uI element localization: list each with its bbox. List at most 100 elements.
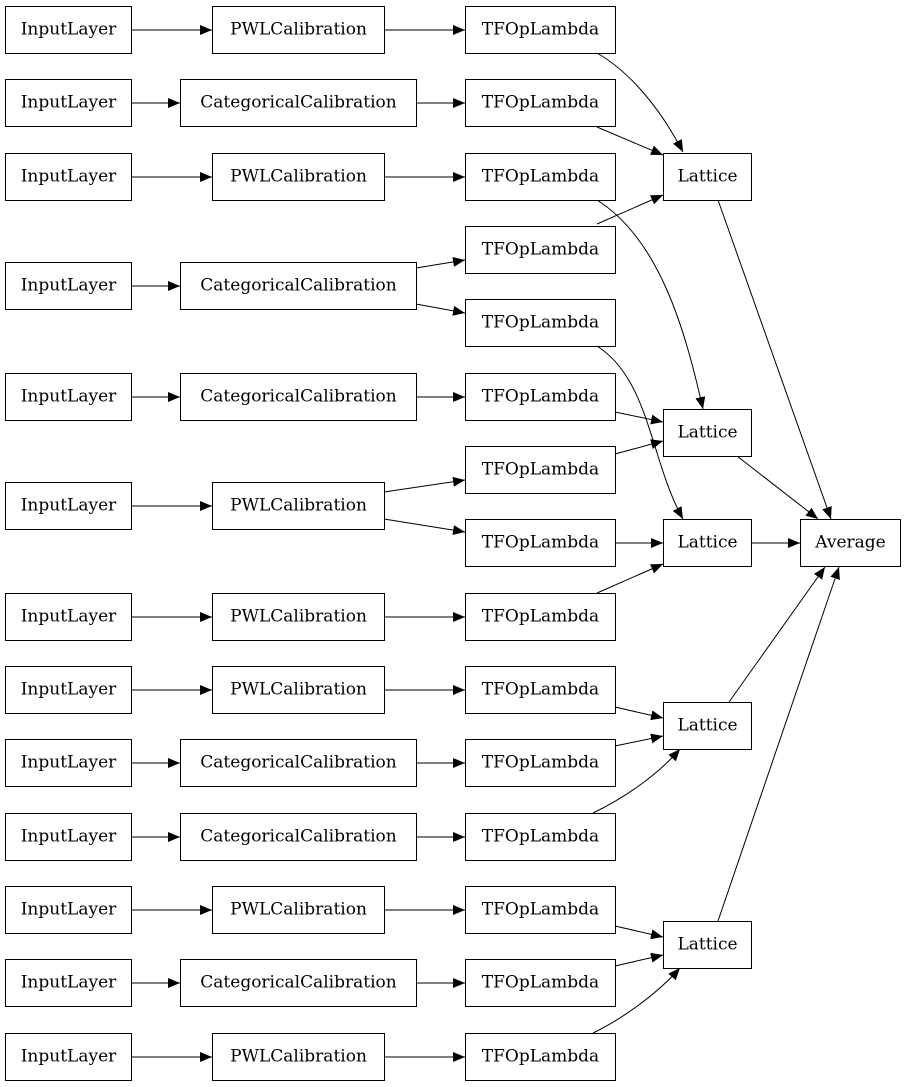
tfoplambda-label: TFOpLambda	[482, 93, 599, 113]
tfoplambda-label: TFOpLambda	[482, 680, 599, 700]
edge-lambda-to-lattice	[614, 952, 664, 967]
tfoplambda-node: TFOpLambda	[465, 153, 616, 201]
tfoplambda-label: TFOpLambda	[482, 240, 599, 260]
input-layer-node: InputLayer	[5, 1033, 132, 1081]
calibration-label: PWLCalibration	[230, 680, 367, 700]
tfoplambda-label: TFOpLambda	[482, 533, 599, 553]
calibration-label: CategoricalCalibration	[200, 387, 396, 407]
input-layer-label: InputLayer	[21, 827, 117, 847]
tfoplambda-label: TFOpLambda	[482, 20, 599, 40]
average-label: Average	[814, 533, 885, 553]
calibration-label: PWLCalibration	[230, 496, 367, 516]
tfoplambda-node: TFOpLambda	[465, 813, 616, 861]
tfoplambda-label: TFOpLambda	[482, 973, 599, 993]
tfoplambda-node: TFOpLambda	[465, 519, 616, 567]
input-layer-node: InputLayer	[5, 482, 132, 530]
tfoplambda-node: TFOpLambda	[465, 593, 616, 641]
input-layer-node: InputLayer	[5, 886, 132, 934]
input-layer-node: InputLayer	[5, 593, 132, 641]
tfoplambda-node: TFOpLambda	[465, 373, 616, 421]
pwl-calibration-node: PWLCalibration	[212, 6, 385, 54]
calibration-label: PWLCalibration	[230, 20, 367, 40]
calibration-label: PWLCalibration	[230, 1047, 367, 1067]
categorical-calibration-node: CategoricalCalibration	[180, 813, 417, 861]
lattice-label: Lattice	[677, 423, 737, 443]
pwl-calibration-node: PWLCalibration	[212, 666, 385, 714]
input-layer-label: InputLayer	[21, 387, 117, 407]
categorical-calibration-node: CategoricalCalibration	[180, 959, 417, 1007]
lattice-node: Lattice	[663, 409, 752, 457]
tfoplambda-node: TFOpLambda	[465, 446, 616, 494]
edge-lambda-to-lattice	[592, 967, 681, 1034]
lattice-label: Lattice	[677, 533, 737, 553]
lattice-label: Lattice	[677, 167, 737, 187]
input-layer-node: InputLayer	[5, 666, 132, 714]
edge-calibration-to-lambda	[415, 303, 466, 316]
calibration-label: PWLCalibration	[230, 900, 367, 920]
edge-lambda-to-lattice	[596, 345, 684, 520]
edge-lambda-to-lattice	[614, 411, 664, 425]
categorical-calibration-node: CategoricalCalibration	[180, 262, 417, 310]
tfoplambda-node: TFOpLambda	[465, 79, 616, 127]
calibration-label: CategoricalCalibration	[200, 753, 396, 773]
tfoplambda-label: TFOpLambda	[482, 1047, 599, 1067]
input-layer-label: InputLayer	[21, 973, 117, 993]
pwl-calibration-node: PWLCalibration	[212, 482, 385, 530]
nodes: InputLayer InputLayer InputLayer InputLa…	[5, 6, 901, 1081]
input-layer-label: InputLayer	[21, 753, 117, 773]
edge-lattice-to-average	[736, 455, 819, 520]
input-layer-label: InputLayer	[21, 20, 117, 40]
tfoplambda-label: TFOpLambda	[482, 313, 599, 333]
input-layer-node: InputLayer	[5, 262, 132, 310]
categorical-calibration-node: CategoricalCalibration	[180, 373, 417, 421]
input-layer-label: InputLayer	[21, 1047, 117, 1067]
average-node: Average	[800, 519, 901, 567]
tfoplambda-node: TFOpLambda	[465, 226, 616, 274]
edge-lambda-to-lattice	[596, 52, 684, 153]
input-layer-label: InputLayer	[21, 93, 117, 113]
lattice-node: Lattice	[663, 921, 752, 969]
pwl-calibration-node: PWLCalibration	[212, 593, 385, 641]
edge-lattice-to-average	[728, 566, 826, 703]
edges	[131, 25, 840, 1062]
edge-lambda-to-lattice	[596, 194, 664, 225]
edge-lattice-to-average	[717, 566, 840, 922]
calibration-label: CategoricalCalibration	[200, 276, 396, 296]
edge-calibration-to-lambda	[383, 518, 466, 536]
edge-lambda-to-lattice	[596, 126, 664, 156]
input-layer-node: InputLayer	[5, 153, 132, 201]
edge-lambda-to-lattice	[614, 925, 664, 940]
input-layer-node: InputLayer	[5, 79, 132, 127]
input-layer-label: InputLayer	[21, 680, 117, 700]
calibration-label: PWLCalibration	[230, 607, 367, 627]
input-layer-node: InputLayer	[5, 6, 132, 54]
lattice-label: Lattice	[677, 716, 737, 736]
lattice-node: Lattice	[663, 519, 752, 567]
edge-calibration-to-lambda	[383, 476, 466, 493]
lattice-label: Lattice	[677, 935, 737, 955]
calibration-label: CategoricalCalibration	[200, 93, 396, 113]
pwl-calibration-node: PWLCalibration	[212, 1033, 385, 1081]
tfoplambda-node: TFOpLambda	[465, 666, 616, 714]
categorical-calibration-node: CategoricalCalibration	[180, 79, 417, 127]
tfoplambda-label: TFOpLambda	[482, 900, 599, 920]
pwl-calibration-node: PWLCalibration	[212, 886, 385, 934]
pwl-calibration-node: PWLCalibration	[212, 153, 385, 201]
tfoplambda-label: TFOpLambda	[482, 387, 599, 407]
tfoplambda-label: TFOpLambda	[482, 827, 599, 847]
input-layer-node: InputLayer	[5, 813, 132, 861]
edge-lambda-to-lattice	[614, 706, 664, 721]
tfoplambda-label: TFOpLambda	[482, 460, 599, 480]
calibration-label: CategoricalCalibration	[200, 827, 396, 847]
edge-lambda-to-lattice	[596, 199, 706, 410]
input-layer-label: InputLayer	[21, 276, 117, 296]
tfoplambda-node: TFOpLambda	[465, 886, 616, 934]
tfoplambda-node: TFOpLambda	[465, 1033, 616, 1081]
input-layer-label: InputLayer	[21, 496, 117, 516]
tfoplambda-label: TFOpLambda	[482, 753, 599, 773]
input-layer-node: InputLayer	[5, 373, 132, 421]
edge-lambda-to-lattice	[592, 748, 681, 814]
calibration-label: CategoricalCalibration	[200, 973, 396, 993]
categorical-calibration-node: CategoricalCalibration	[180, 739, 417, 787]
edge-lambda-to-lattice	[596, 563, 664, 594]
